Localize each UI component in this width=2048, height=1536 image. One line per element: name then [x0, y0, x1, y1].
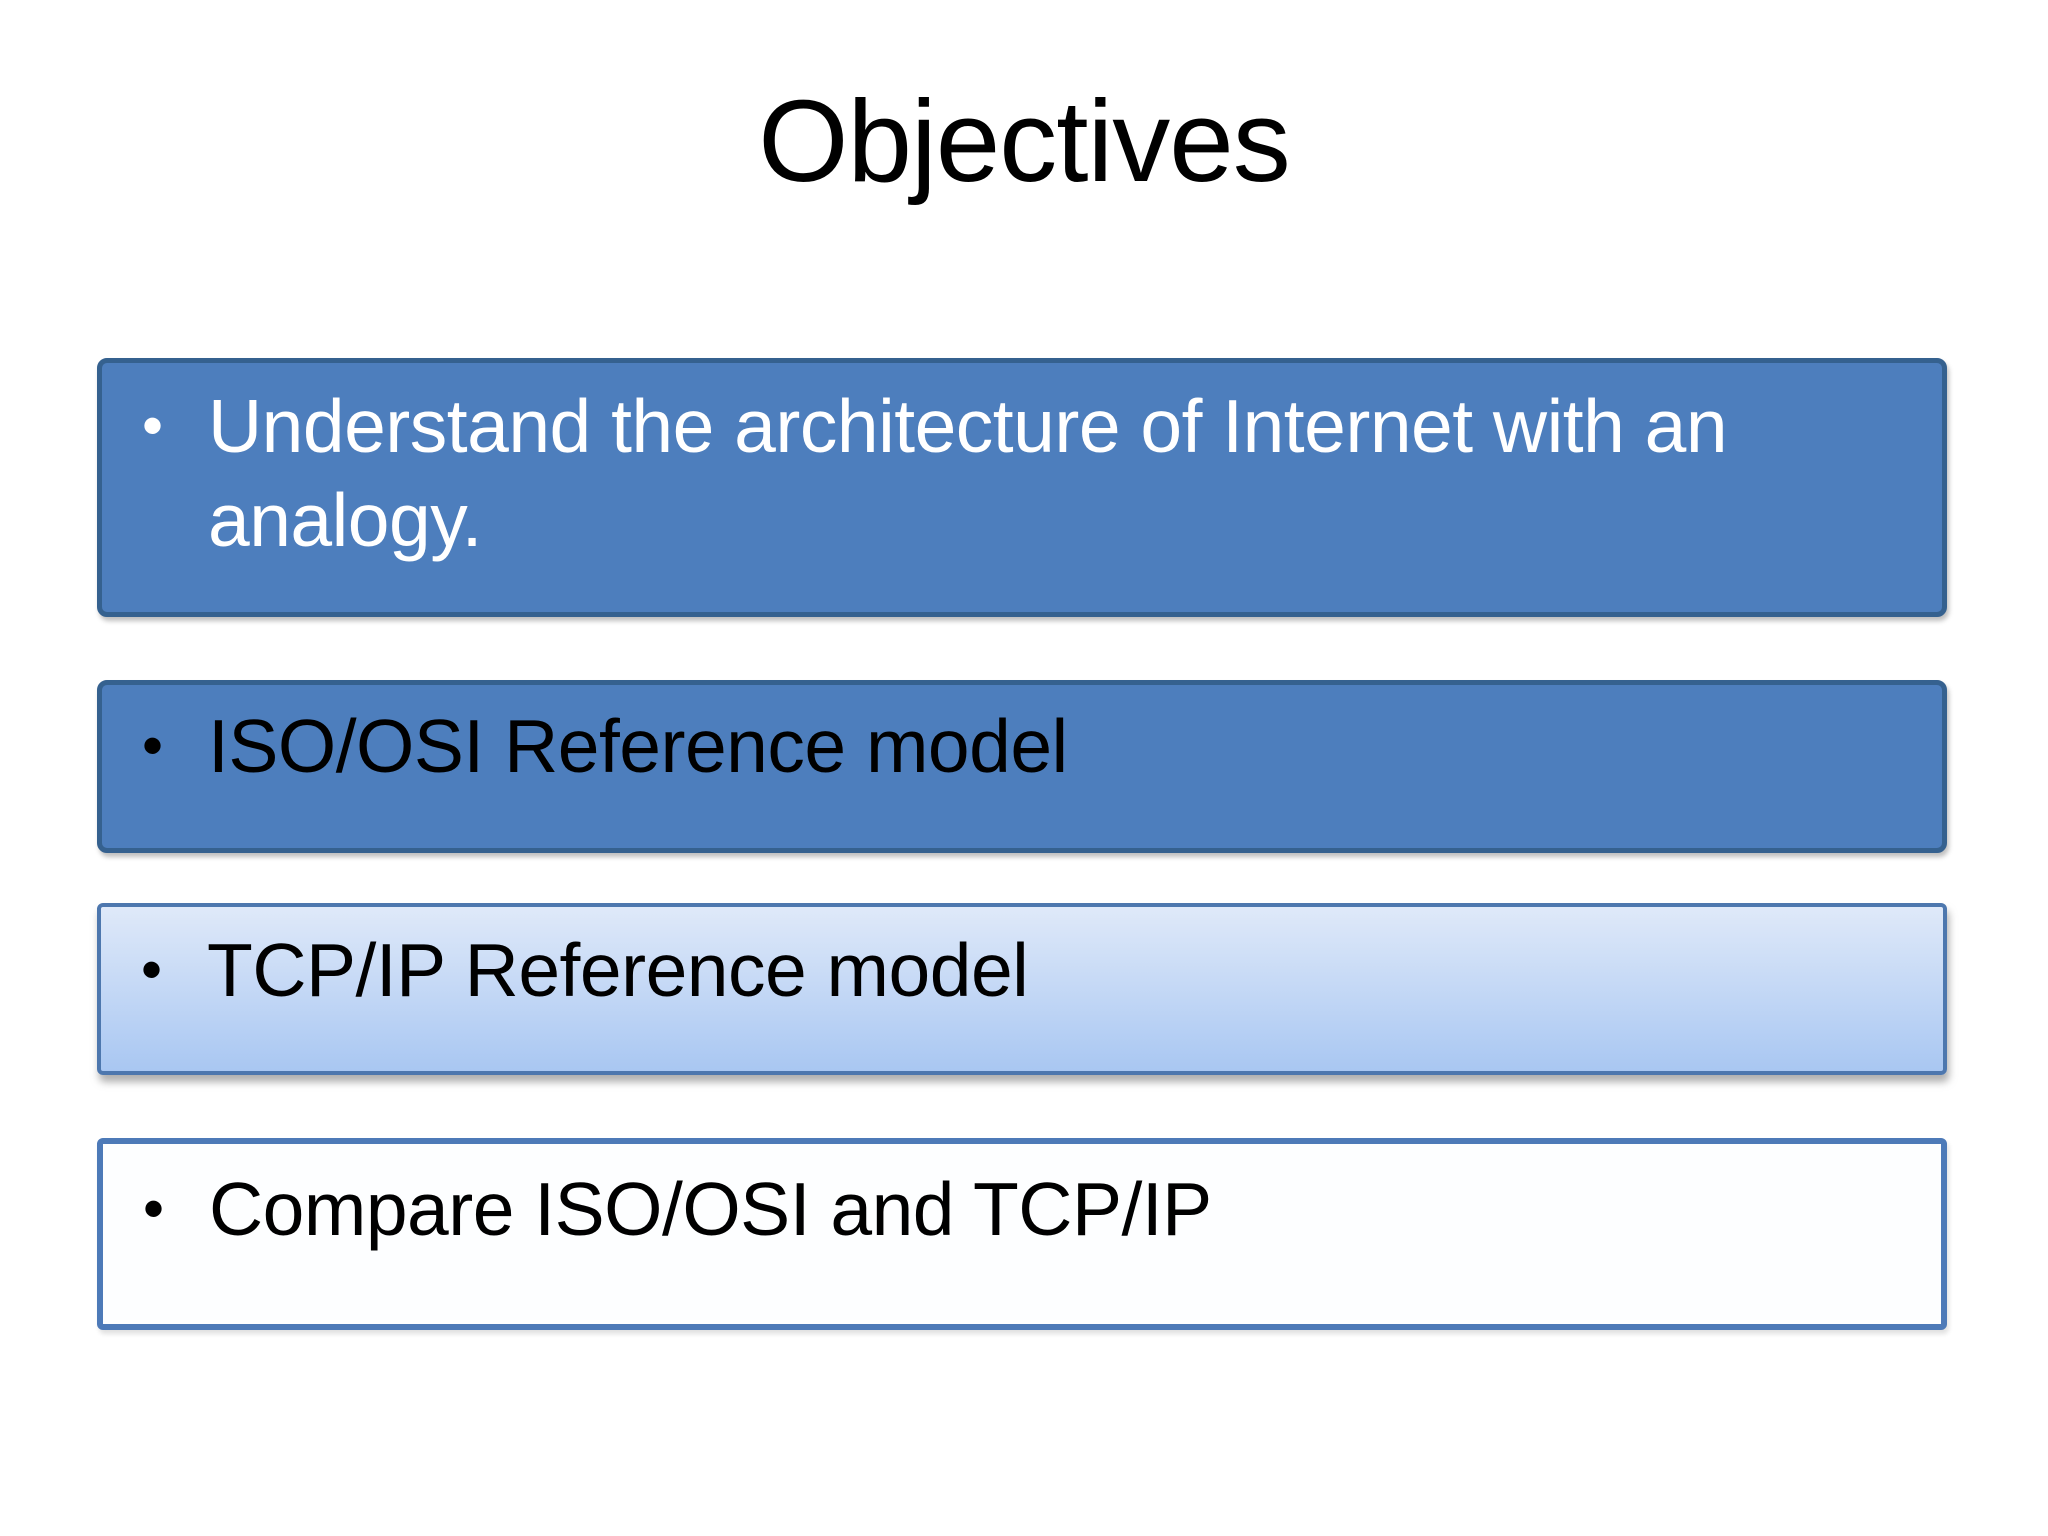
- bullet-icon: •: [143, 1175, 165, 1242]
- bullet-icon: •: [141, 936, 163, 1003]
- objective-text: TCP/IP Reference model: [207, 928, 1029, 1012]
- bullet-icon: •: [142, 392, 164, 459]
- objective-box-architecture: • Understand the architecture of Interne…: [97, 358, 1947, 617]
- objective-box-compare: • Compare ISO/OSI and TCP/IP: [97, 1138, 1947, 1330]
- objective-text: Understand the architecture of Internet …: [208, 384, 1728, 562]
- bullet-icon: •: [142, 712, 164, 779]
- objective-text: Compare ISO/OSI and TCP/IP: [209, 1167, 1212, 1251]
- slide-title: Objectives: [758, 76, 1291, 206]
- objective-text: ISO/OSI Reference model: [208, 704, 1068, 788]
- objective-box-tcp-ip: • TCP/IP Reference model: [97, 903, 1947, 1075]
- objective-box-iso-osi: • ISO/OSI Reference model: [97, 680, 1947, 853]
